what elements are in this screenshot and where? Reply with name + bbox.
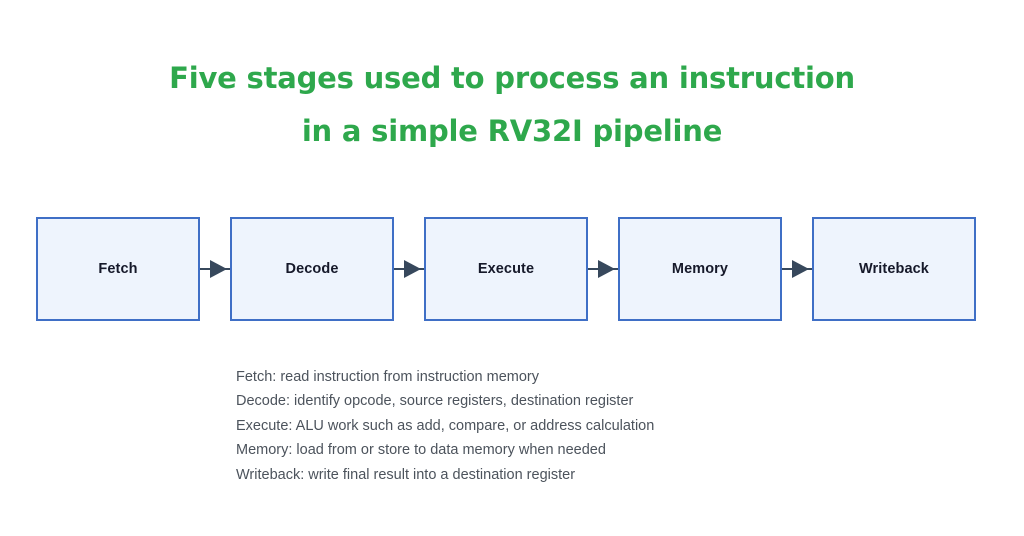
stage-box-decode[interactable]: Decode xyxy=(230,217,394,321)
page-title: Five stages used to process an instructi… xyxy=(0,52,1024,158)
caption-line-fetch: Fetch: read instruction from instruction… xyxy=(236,369,539,385)
arrow-fetch-to-decode-icon xyxy=(200,257,230,281)
caption-line-memory: Memory: load from or store to data memor… xyxy=(236,442,606,459)
stage-label-writeback: Writeback xyxy=(859,261,929,277)
caption-line-decode: Decode: identify opcode, source register… xyxy=(236,393,634,410)
stage-label-execute: Execute xyxy=(477,261,535,277)
stage-box-fetch[interactable]: Fetch xyxy=(36,217,200,321)
title-line-1: Five stages used to process an instructi… xyxy=(169,61,855,95)
stage-box-memory[interactable]: Memory xyxy=(618,217,782,321)
stage-box-writeback[interactable]: Writeback xyxy=(812,217,976,321)
title-line-2: in a simple RV32I pipeline xyxy=(301,114,723,148)
arrow-memory-to-writeback-icon xyxy=(782,257,812,281)
stage-description-list: Fetch: read instruction from instruction… xyxy=(236,365,936,487)
stage-label-memory: Memory xyxy=(671,261,729,277)
caption-line-writeback: Writeback: write final result into a des… xyxy=(236,466,576,483)
arrow-execute-to-memory-icon xyxy=(588,257,618,281)
stage-label-decode: Decode xyxy=(285,261,339,277)
arrow-decode-to-execute-icon xyxy=(394,257,424,281)
pipeline-diagram: Fetch Decode Execute Memory Writ xyxy=(36,217,976,321)
stage-box-execute[interactable]: Execute xyxy=(424,217,588,321)
stage-label-fetch: Fetch xyxy=(98,261,138,277)
caption-line-execute: Execute: ALU work such as add, compare, … xyxy=(236,417,655,434)
